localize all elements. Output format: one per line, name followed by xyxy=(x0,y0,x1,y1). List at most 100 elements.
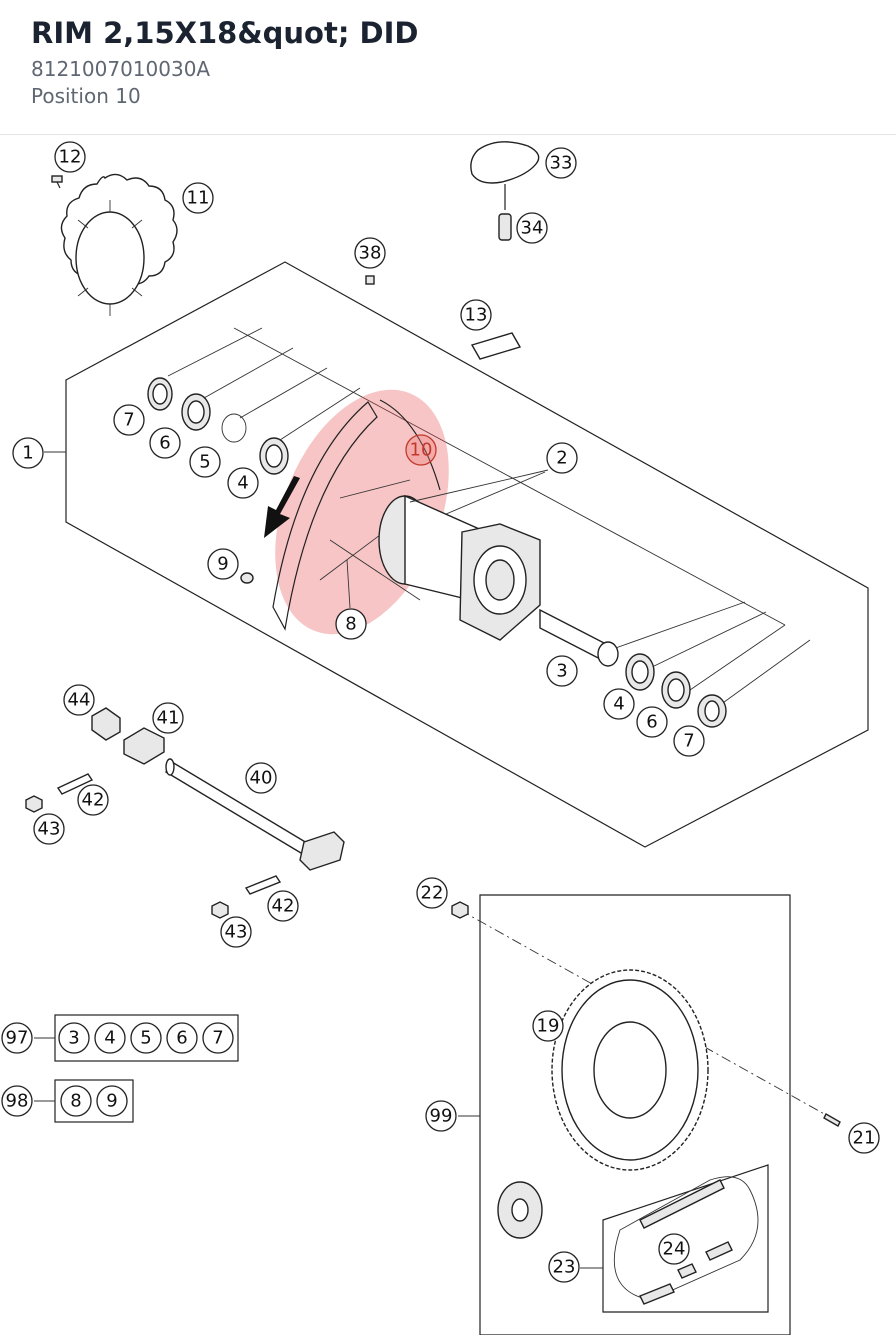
part-header: RIM 2,15X18&quot; DID 8121007010030A Pos… xyxy=(0,0,896,135)
brake-disc xyxy=(60,173,178,316)
svg-text:8: 8 xyxy=(345,614,356,635)
callout-4-right[interactable]: 4 xyxy=(603,688,635,720)
svg-text:97: 97 xyxy=(6,1028,29,1049)
svg-text:2: 2 xyxy=(556,448,567,469)
part-position: Position 10 xyxy=(31,84,141,108)
assembly-guide-lines xyxy=(44,327,811,706)
callout-42[interactable]: 42 xyxy=(77,784,109,816)
callout-34[interactable]: 34 xyxy=(516,212,548,244)
left-bearing-stack xyxy=(147,377,289,475)
disc-bolt xyxy=(51,175,63,189)
axle-parts xyxy=(25,707,345,919)
small-nut xyxy=(365,275,375,285)
direction-arrow xyxy=(264,476,300,538)
kit-97-item-6[interactable]: 6 xyxy=(166,1022,198,1054)
hub-spacer xyxy=(539,608,619,667)
kit-97-item-7[interactable]: 7 xyxy=(202,1022,234,1054)
leader-lines xyxy=(346,469,549,609)
callout-19[interactable]: 19 xyxy=(532,1010,564,1042)
svg-text:13: 13 xyxy=(465,305,488,326)
svg-text:4: 4 xyxy=(237,473,248,494)
svg-text:43: 43 xyxy=(225,922,248,943)
svg-text:38: 38 xyxy=(359,243,382,264)
callout-43[interactable]: 43 xyxy=(33,813,65,845)
svg-text:42: 42 xyxy=(272,896,295,917)
svg-text:42: 42 xyxy=(82,790,105,811)
callout-21[interactable]: 21 xyxy=(848,1122,880,1154)
callout-23[interactable]: 23 xyxy=(548,1251,580,1283)
svg-text:9: 9 xyxy=(217,554,228,575)
callout-41[interactable]: 41 xyxy=(152,702,184,734)
callout-1[interactable]: 1 xyxy=(12,437,44,469)
callout-3[interactable]: 3 xyxy=(546,655,578,687)
callout-10-highlighted[interactable]: 10 xyxy=(405,434,437,466)
sprocket-bolt xyxy=(823,1113,841,1127)
svg-text:21: 21 xyxy=(853,1128,876,1149)
svg-text:99: 99 xyxy=(430,1106,453,1127)
callout-13[interactable]: 13 xyxy=(460,299,492,331)
callout-97[interactable]: 97 xyxy=(1,1022,33,1054)
callout-11[interactable]: 11 xyxy=(182,182,214,214)
callout-7-right[interactable]: 7 xyxy=(673,725,705,757)
sprocket-nut xyxy=(451,901,469,919)
front-sprocket-hub xyxy=(511,1198,529,1222)
callout-7[interactable]: 7 xyxy=(113,404,145,436)
callout-2[interactable]: 2 xyxy=(546,442,578,474)
svg-text:44: 44 xyxy=(68,690,91,711)
svg-text:3: 3 xyxy=(556,661,567,682)
callout-6-right[interactable]: 6 xyxy=(636,706,668,738)
callout-9[interactable]: 9 xyxy=(207,548,239,580)
svg-text:5: 5 xyxy=(140,1028,151,1049)
callout-40[interactable]: 40 xyxy=(245,762,277,794)
callout-6[interactable]: 6 xyxy=(149,427,181,459)
svg-text:9: 9 xyxy=(106,1091,117,1112)
svg-text:8: 8 xyxy=(70,1091,81,1112)
part-number: 8121007010030A xyxy=(31,57,211,81)
svg-text:19: 19 xyxy=(537,1016,560,1037)
svg-text:24: 24 xyxy=(663,1239,686,1260)
callout-4[interactable]: 4 xyxy=(227,467,259,499)
kit-97-item-5[interactable]: 5 xyxy=(130,1022,162,1054)
callout-38[interactable]: 38 xyxy=(354,237,386,269)
svg-text:6: 6 xyxy=(159,433,170,454)
wheel-assembly-frame xyxy=(65,261,869,848)
rear-sprocket xyxy=(551,969,709,1171)
kit-98-item-8[interactable]: 8 xyxy=(60,1085,92,1117)
callout-33[interactable]: 33 xyxy=(545,147,577,179)
svg-text:12: 12 xyxy=(59,147,82,168)
callout-22[interactable]: 22 xyxy=(416,877,448,909)
spoke-nipple xyxy=(240,572,254,584)
svg-text:98: 98 xyxy=(6,1091,29,1112)
svg-text:6: 6 xyxy=(646,712,657,733)
svg-text:41: 41 xyxy=(157,708,180,729)
drive-chain xyxy=(613,1176,759,1305)
svg-text:34: 34 xyxy=(521,218,544,239)
svg-text:7: 7 xyxy=(123,410,134,431)
callout-99[interactable]: 99 xyxy=(425,1100,457,1132)
svg-text:22: 22 xyxy=(421,883,444,904)
svg-text:4: 4 xyxy=(613,694,624,715)
svg-text:40: 40 xyxy=(250,768,273,789)
tire-valve xyxy=(470,141,540,241)
svg-text:11: 11 xyxy=(187,188,210,209)
callout-8[interactable]: 8 xyxy=(335,608,367,640)
callout-44[interactable]: 44 xyxy=(63,684,95,716)
svg-text:43: 43 xyxy=(38,819,61,840)
svg-text:6: 6 xyxy=(176,1028,187,1049)
callout-5[interactable]: 5 xyxy=(189,446,221,478)
svg-text:5: 5 xyxy=(199,452,210,473)
callout-42-lower[interactable]: 42 xyxy=(267,890,299,922)
kit-97-item-4[interactable]: 4 xyxy=(94,1022,126,1054)
kit-98-item-9[interactable]: 9 xyxy=(96,1085,128,1117)
exploded-parts-diagram: 12 11 33 34 38 13 7 6 5 4 1 10 2 9 8 3 4… xyxy=(1,141,880,1335)
callout-43-lower[interactable]: 43 xyxy=(220,916,252,948)
svg-text:33: 33 xyxy=(550,153,573,174)
rim-band xyxy=(470,332,522,360)
callout-12[interactable]: 12 xyxy=(54,141,86,173)
svg-text:1: 1 xyxy=(22,443,33,464)
svg-text:7: 7 xyxy=(212,1028,223,1049)
callout-98[interactable]: 98 xyxy=(1,1085,33,1117)
callout-24[interactable]: 24 xyxy=(658,1233,690,1265)
kit-97-item-3[interactable]: 3 xyxy=(58,1022,90,1054)
svg-text:23: 23 xyxy=(553,1257,576,1278)
